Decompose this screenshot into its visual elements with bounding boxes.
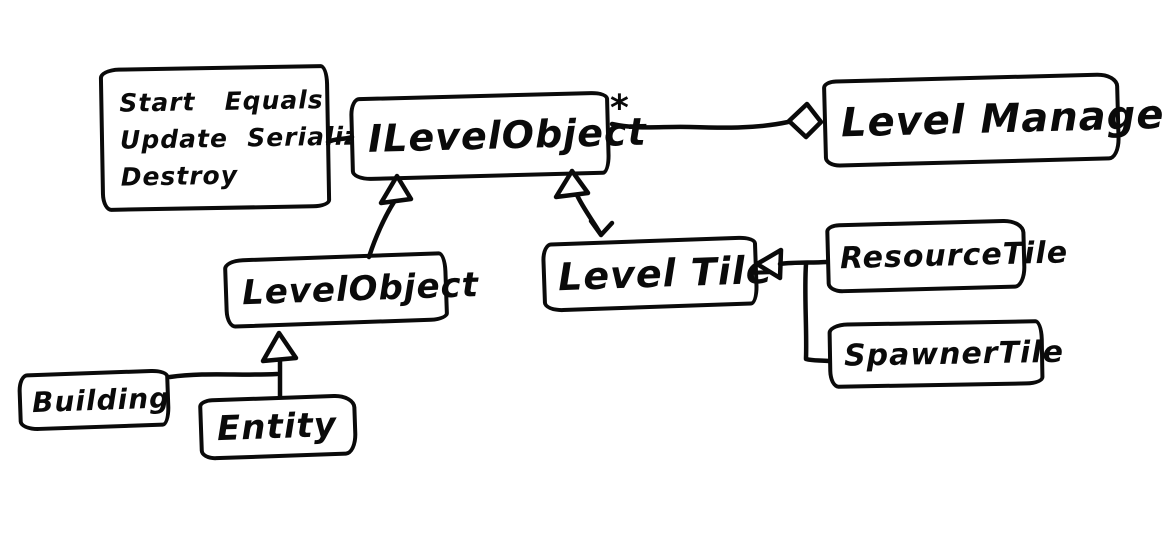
inheritance-triangle-icon — [260, 330, 299, 364]
aggregation-diamond-icon — [786, 101, 824, 140]
note-line: Start Equals — [119, 84, 324, 118]
node-levelobject: LevelObject — [222, 251, 480, 329]
node-label: ResourceTile — [839, 234, 1069, 276]
node-label: Entity — [216, 404, 338, 450]
inheritance-line-levelobject — [366, 199, 397, 260]
multiplicity-star: * — [610, 88, 629, 129]
node-label: Level Tile — [557, 247, 774, 300]
node-building: Building — [17, 368, 171, 432]
node-methods-note: Start Equals Update Serialize Destroy — [98, 64, 378, 212]
note-line: Destroy — [120, 160, 239, 192]
node-resourcetile: ResourceTile — [825, 218, 1069, 294]
inheritance-triangle-icon — [754, 247, 784, 281]
node-label: ILevelObject — [367, 109, 648, 161]
node-label: Level Manager — [840, 91, 1165, 147]
node-levelmanager: Level Manager — [821, 72, 1165, 168]
node-label: LevelObject — [241, 265, 480, 314]
node-leveltile: Level Tile — [540, 235, 773, 313]
note-line: Update Serialize — [119, 120, 378, 155]
inheritance-line-leveltile — [574, 192, 603, 236]
node-label: Building — [31, 380, 171, 419]
arrowhead-icon — [588, 218, 615, 238]
node-label: SpawnerTile — [843, 334, 1065, 374]
aggregation-line — [609, 119, 791, 130]
branch-line-spawnertile — [803, 356, 832, 364]
branch-line-building — [167, 371, 280, 380]
node-entity: Entity — [197, 393, 359, 461]
node-spawnertile: SpawnerTile — [827, 319, 1064, 389]
inheritance-line-resourcetile — [777, 259, 830, 267]
note-link-line — [325, 134, 355, 145]
node-ilevelobject: ILevelObject — [348, 90, 647, 182]
branch-line-spawnertile — [803, 261, 809, 361]
